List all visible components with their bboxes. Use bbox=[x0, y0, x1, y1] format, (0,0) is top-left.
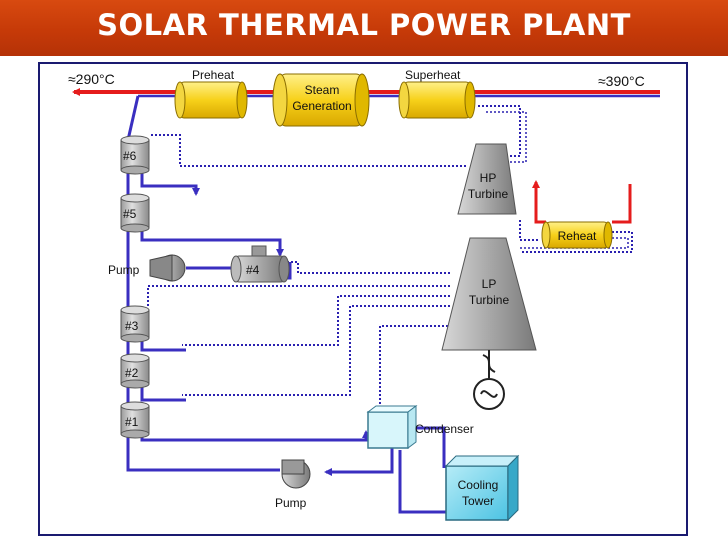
steam-generation-heater bbox=[272, 73, 370, 127]
reheat-heater bbox=[541, 221, 613, 249]
feedwater-heater-2 bbox=[120, 353, 150, 389]
title-bar: SOLAR THERMAL POWER PLANT bbox=[0, 0, 728, 56]
reheat-label: Reheat bbox=[558, 229, 597, 243]
feedwater-heater-1 bbox=[120, 401, 150, 439]
condenser bbox=[366, 405, 418, 449]
heater-4-label: #4 bbox=[246, 263, 260, 277]
heater-3-label: #3 bbox=[125, 319, 139, 333]
superheat-heater bbox=[398, 81, 476, 119]
cooling-tower-label-line1: Cooling bbox=[458, 478, 499, 492]
upper-pump-label: Pump bbox=[108, 263, 140, 277]
steam-label-line2: Generation bbox=[292, 99, 351, 113]
diagram-frame bbox=[38, 62, 688, 536]
reheat-loop bbox=[532, 180, 632, 224]
steam-dotted-lines bbox=[147, 105, 633, 410]
temp-high-label: ≈390°C bbox=[598, 73, 645, 89]
feedwater-heater-3 bbox=[120, 305, 150, 343]
temp-low-label: ≈290°C bbox=[68, 71, 115, 87]
heater-5-label: #5 bbox=[123, 207, 137, 221]
hp-turbine bbox=[457, 143, 517, 215]
hp-label-line1: HP bbox=[480, 171, 497, 185]
preheat-label: Preheat bbox=[192, 68, 235, 82]
lp-label-line1: LP bbox=[482, 277, 497, 291]
heater-1-label: #1 bbox=[125, 415, 139, 429]
lp-label-line2: Turbine bbox=[469, 293, 510, 307]
lower-pump-label: Pump bbox=[275, 496, 307, 510]
heater-6-label: #6 bbox=[123, 149, 137, 163]
slide-title: SOLAR THERMAL POWER PLANT bbox=[97, 8, 631, 42]
generator-icon bbox=[473, 378, 505, 410]
turbine-shaft bbox=[482, 350, 496, 378]
feedwater-heater-4 bbox=[230, 245, 290, 283]
preheat-heater bbox=[174, 81, 248, 119]
superheat-label: Superheat bbox=[405, 68, 461, 82]
feedwater-lines bbox=[126, 95, 446, 514]
condenser-label: Condenser bbox=[415, 422, 474, 436]
hp-label-line2: Turbine bbox=[468, 187, 509, 201]
feedwater-heater-5 bbox=[120, 193, 150, 233]
cooling-tower bbox=[444, 454, 520, 522]
heater-2-label: #2 bbox=[125, 366, 139, 380]
pump-icon bbox=[149, 254, 186, 282]
cooling-tower-label-line2: Tower bbox=[462, 494, 494, 508]
feedwater-heater-6 bbox=[120, 135, 150, 175]
pump-icon-lower bbox=[281, 459, 311, 489]
steam-label-line1: Steam bbox=[305, 83, 340, 97]
lp-turbine bbox=[441, 237, 537, 351]
